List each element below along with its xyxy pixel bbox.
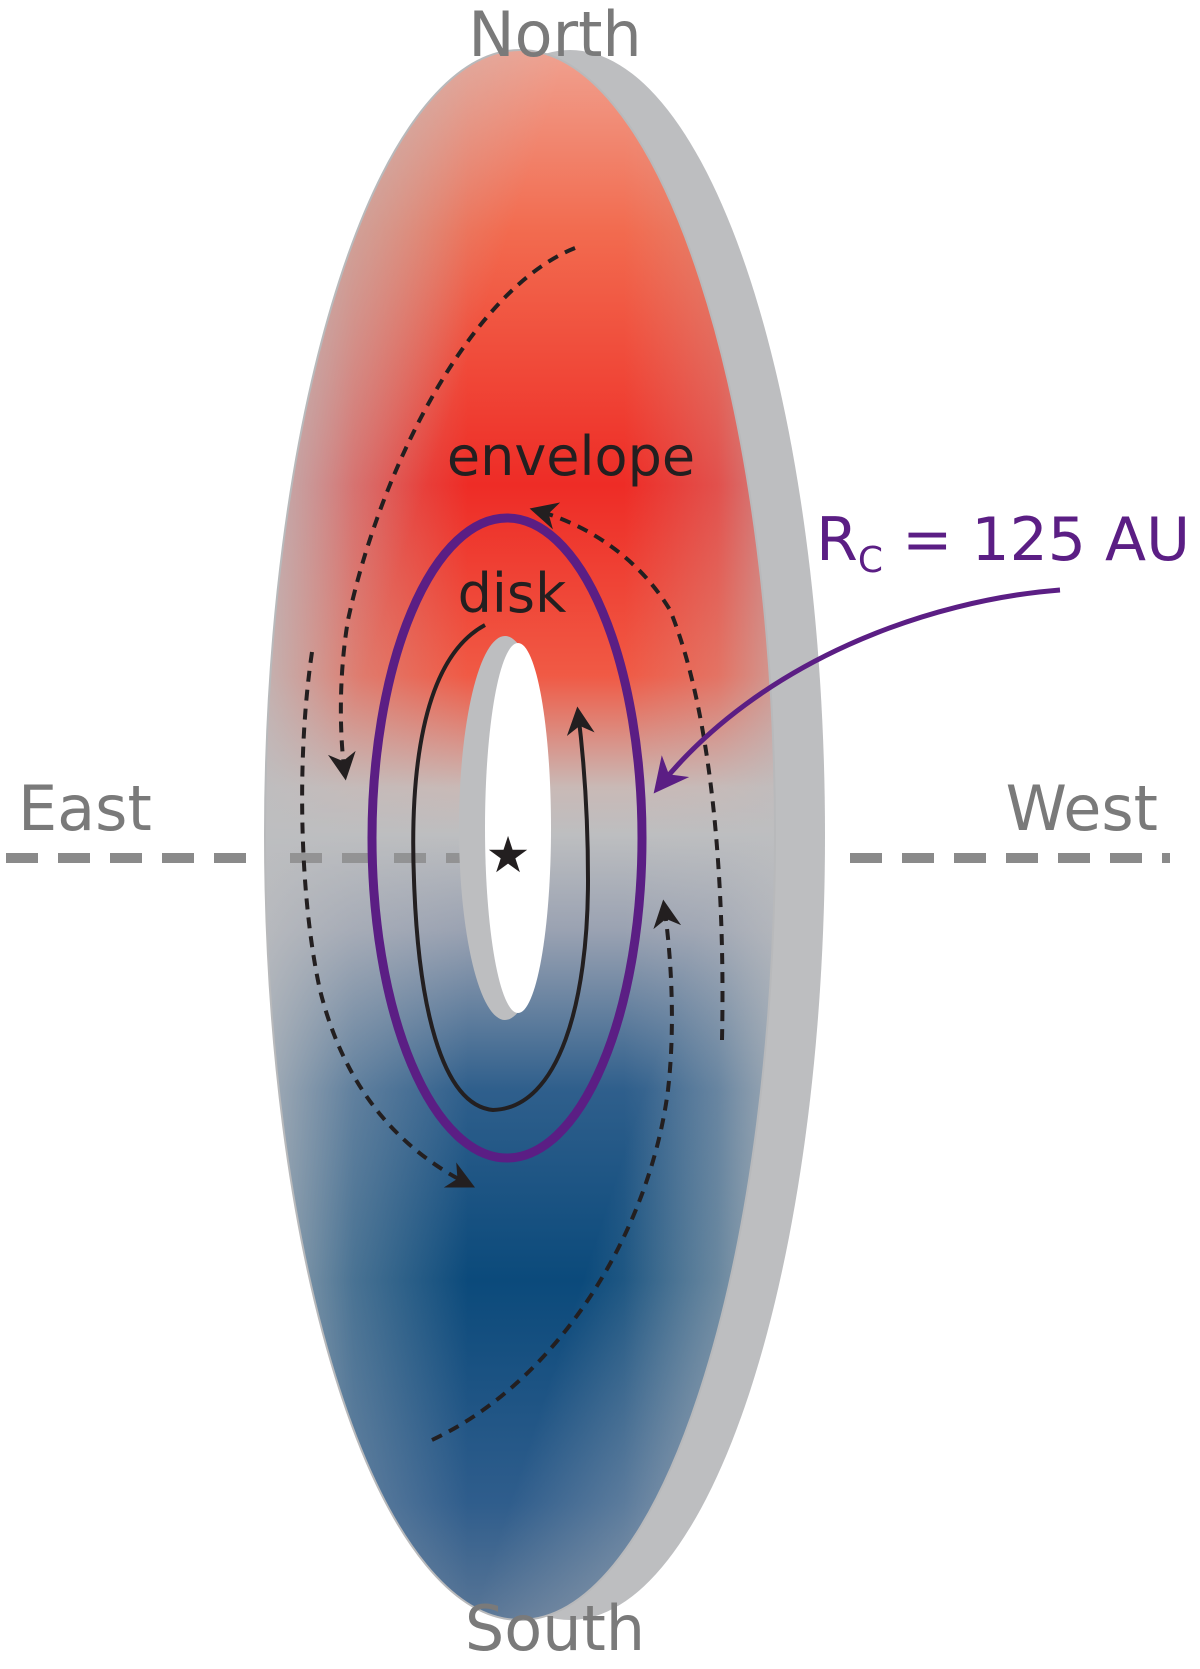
radius-symbol: R [816,505,858,575]
north-label: North [468,0,641,71]
disk-rotation-path [411,623,595,1113]
envelope-infall-path-east [300,651,476,1188]
radius-value: = 125 AU [883,505,1190,575]
east-label: East [18,772,152,845]
centrifugal-radius-ellipse [367,513,647,1163]
centrifugal-radius-label: RC = 125 AU [816,505,1190,581]
radius-pointer-arrow [653,587,1061,794]
west-label: West [1006,772,1158,845]
envelope-label: envelope [447,425,695,488]
star-icon: ★ [486,826,531,884]
central-hole [485,643,551,1013]
radius-subscript: C [858,540,883,581]
envelope-infall-path-west [529,502,725,1041]
envelope-outline [264,49,776,1621]
south-label: South [465,1592,645,1665]
envelope-infall-path-south [431,899,682,1442]
disk-label: disk [458,562,567,625]
